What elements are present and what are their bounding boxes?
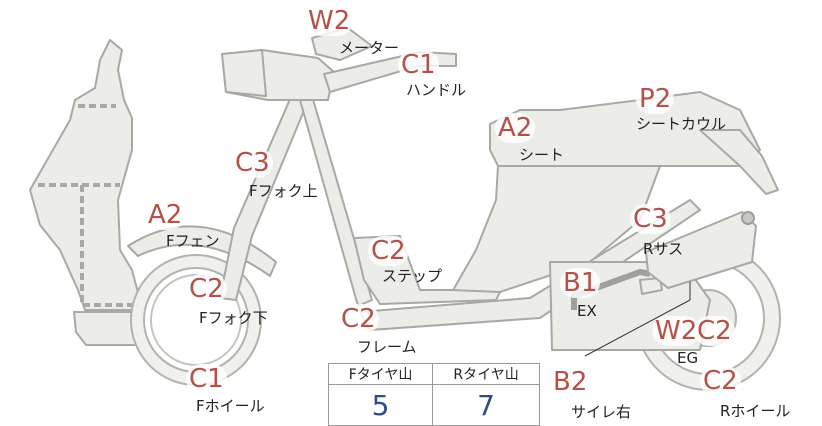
seat-label: シート [519, 146, 565, 164]
front-tire-value: 5 [327, 384, 434, 426]
silencer-grade: B2 [550, 367, 591, 397]
fwheel-grade: C1 [186, 364, 227, 394]
seat-cowl-tail [699, 129, 779, 195]
step-label: ステップ [382, 267, 443, 285]
ex-grade: B1 [560, 268, 601, 298]
frame-grade: C2 [338, 304, 379, 334]
meter-label: メーター [339, 39, 400, 57]
rwheel-label: Rホイール [720, 402, 791, 420]
ffork-up-label: Fフォク上 [249, 182, 318, 200]
tire-tread-table: Fタイヤ山 Rタイヤ山 5 7 [327, 363, 540, 426]
handle-label: ハンドル [406, 81, 467, 99]
rsus-label: Rサス [643, 240, 684, 258]
rwheel-grade: C2 [700, 366, 741, 396]
seat-body [489, 91, 761, 167]
exhaust-pipe [571, 268, 651, 310]
frame-label: フレーム [357, 338, 417, 356]
silencer-label: サイレ右 [571, 403, 632, 421]
ffork-low-label: Fフォク下 [199, 309, 268, 327]
eg-label: EG [677, 349, 699, 367]
seat-cowl-label: シートカウル [636, 115, 727, 133]
ffender-label: Fフェン [166, 232, 220, 250]
front-tire-header: Fタイヤ山 [327, 363, 434, 385]
front-body-panel [29, 39, 141, 311]
handle-grade: C1 [398, 50, 439, 80]
rear-suspension [645, 211, 757, 289]
suspension-bolt [741, 211, 755, 225]
ffork-up-grade: C3 [232, 148, 273, 178]
exhaust-stub [639, 277, 663, 295]
frame-down-tube [299, 95, 373, 307]
seat-grade: A2 [495, 113, 536, 143]
rear-tire-header: Rタイヤ山 [432, 363, 540, 385]
step-grade: C2 [368, 236, 409, 266]
rsus-grade: C3 [630, 204, 671, 234]
eg-grade: W2 [652, 316, 701, 346]
ffork-low-grade: C2 [186, 274, 227, 304]
ex-label: EX [577, 302, 597, 320]
front-body-dash [80, 185, 132, 307]
ffender-grade: A2 [145, 200, 186, 230]
leader-line [584, 299, 691, 357]
meter-grade: W2 [305, 6, 354, 36]
eg-c2-grade: C2 [694, 316, 735, 346]
fwheel-label: Fホイール [196, 397, 265, 415]
rear-tire-value: 7 [432, 384, 540, 426]
headlight [221, 49, 267, 97]
seat-cowl-grade: P2 [636, 84, 675, 114]
